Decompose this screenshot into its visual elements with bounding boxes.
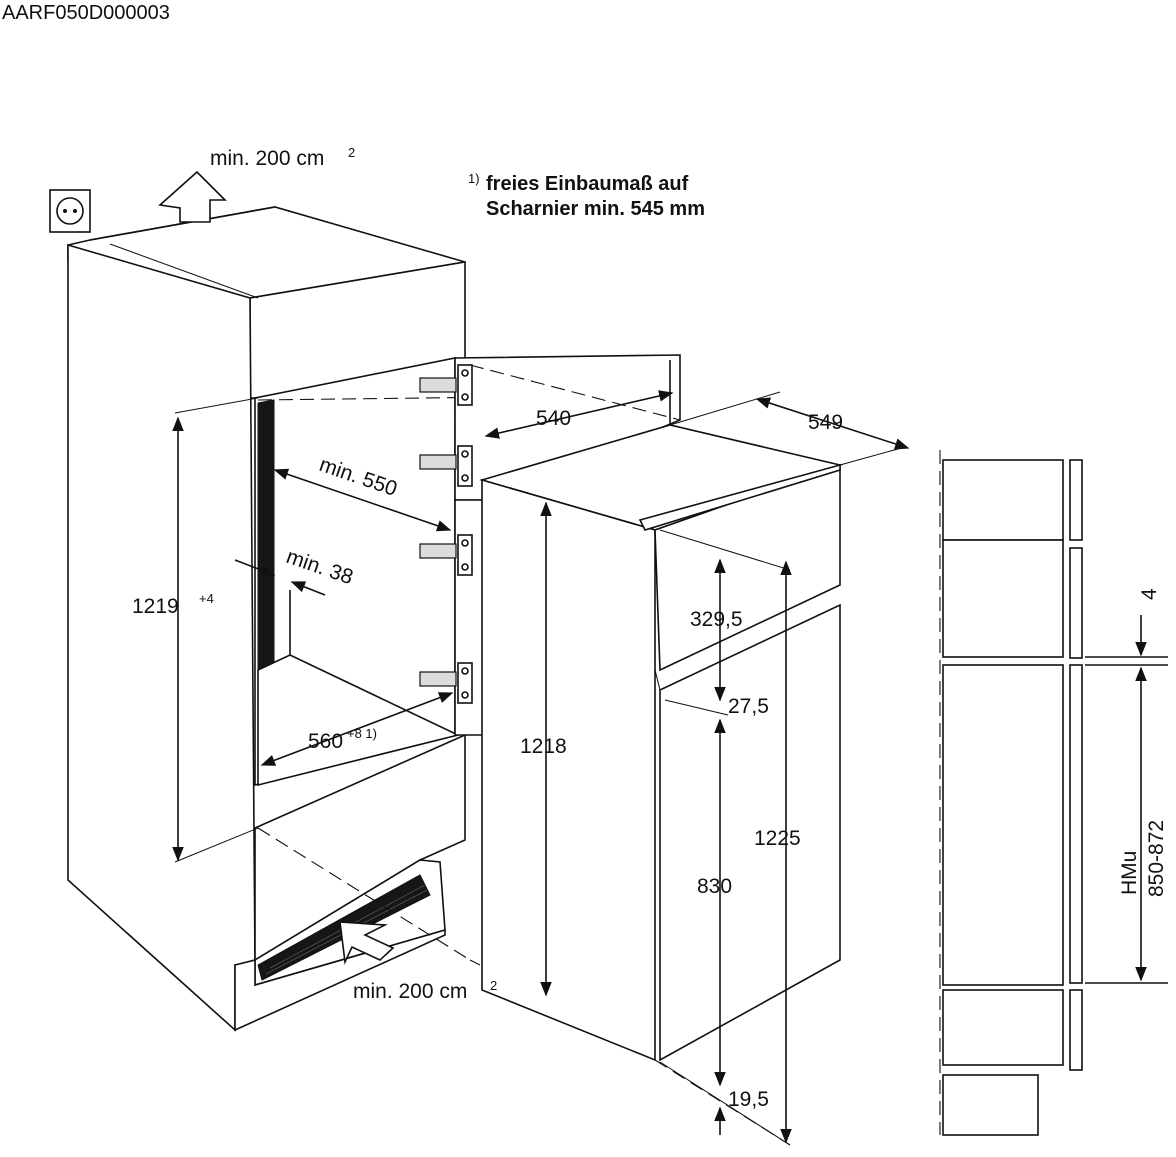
vent-bottom-label: min. 200 cm 2 [353, 978, 497, 1003]
svg-text:+4: +4 [199, 591, 214, 606]
svg-text:min. 200 cm: min. 200 cm [353, 980, 467, 1003]
footnote: 1) freies Einbaumaß auf Scharnier min. 5… [468, 171, 705, 220]
svg-text:min. 200 cm: min. 200 cm [210, 147, 324, 170]
dim-1218: 1218 [520, 735, 567, 758]
dimension-lines [172, 390, 1147, 1146]
drawing-id: AARF050D000003 [2, 2, 170, 24]
dim-1219: 1219 +4 [132, 591, 214, 618]
dim-27-5: 27,5 [728, 695, 769, 718]
svg-text:HMu: HMu [1118, 851, 1141, 895]
side-section-view [939, 450, 1168, 1136]
dim-329-5: 329,5 [690, 608, 743, 631]
appliance-body [479, 424, 843, 1062]
dim-549: 549 [808, 411, 843, 434]
hinge [419, 662, 473, 704]
dim-4: 4 [1138, 588, 1161, 600]
dim-540: 540 [536, 407, 571, 430]
airflow-in-arrow-icon [339, 921, 395, 965]
svg-text:1219: 1219 [132, 595, 179, 618]
airflow-up-arrow-icon [158, 170, 227, 223]
svg-text:2: 2 [490, 978, 497, 993]
dim-1225: 1225 [754, 827, 801, 850]
cabinet-niche [67, 206, 676, 1032]
svg-text:1): 1) [468, 171, 480, 186]
dim-hmu: HMu 850-872 [1118, 820, 1168, 897]
svg-text:+8 1): +8 1) [347, 726, 377, 741]
power-socket-icon [49, 189, 91, 233]
svg-text:560: 560 [308, 730, 343, 753]
dim-560: 560 +8 1) [308, 726, 377, 753]
hinge [419, 534, 473, 576]
svg-text:2: 2 [348, 145, 355, 160]
hinge [419, 364, 473, 406]
dim-830: 830 [697, 875, 732, 898]
svg-text:Scharnier min. 545 mm: Scharnier min. 545 mm [486, 198, 705, 220]
vent-top-label: min. 200 cm 2 [210, 145, 355, 170]
svg-text:850-872: 850-872 [1145, 820, 1168, 897]
dim-19-5: 19,5 [728, 1088, 769, 1111]
svg-text:freies Einbaumaß auf: freies Einbaumaß auf [486, 173, 689, 195]
